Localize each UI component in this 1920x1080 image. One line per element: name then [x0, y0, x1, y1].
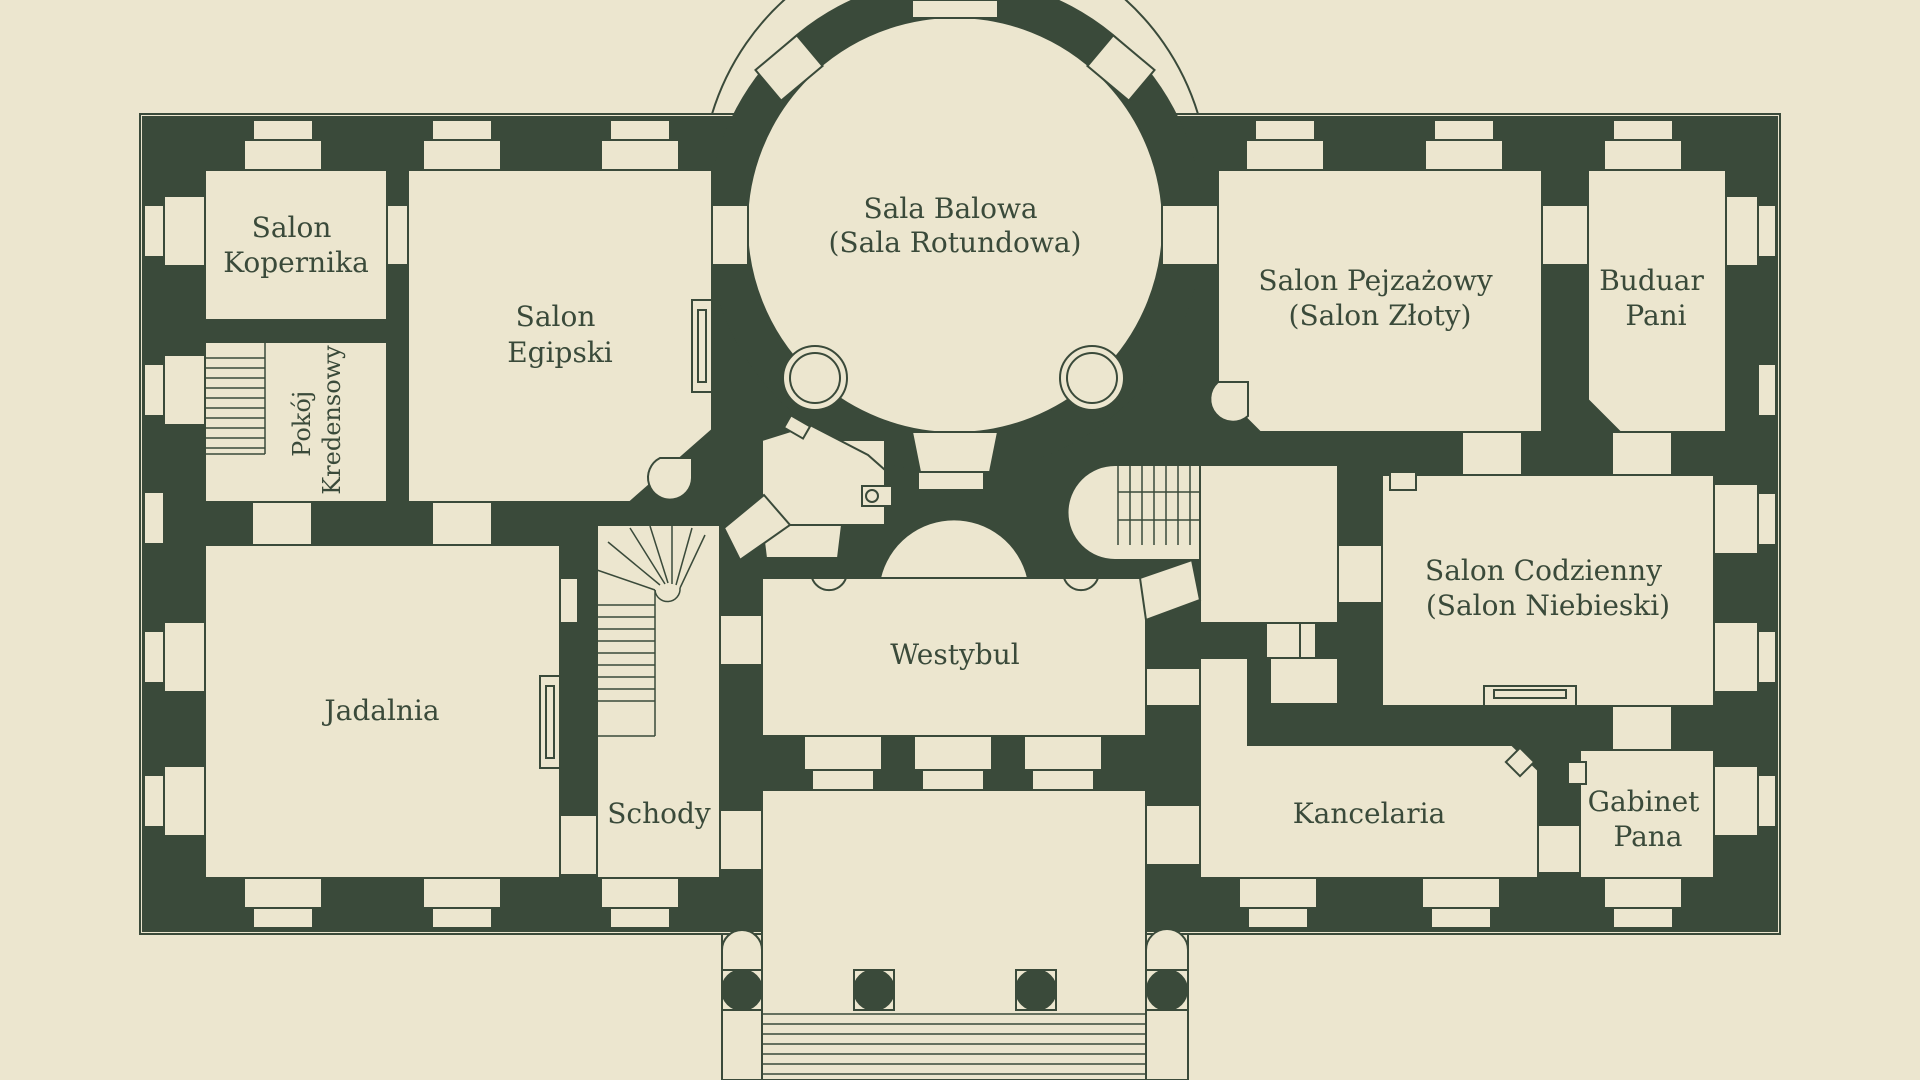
details [539, 299, 1587, 785]
room-labels: Salon Kopernika Salon Egipski Pokój Kred… [223, 192, 1713, 853]
room-back-lobby [1199, 464, 1339, 624]
portico-column [853, 969, 895, 1011]
label-westybul: Westybul [890, 638, 1019, 671]
portico-column [721, 969, 763, 1011]
label-salon-kopernika: Salon Kopernika [223, 211, 369, 279]
portico-column [1146, 969, 1188, 1011]
room-gabinet-pana [1579, 749, 1715, 879]
rotunda-outer-ring [711, 0, 1199, 115]
windows [143, 0, 1777, 929]
label-salon-codzienny: Salon Codzienny (Salon Niebieski) [1425, 554, 1671, 622]
room-portico [761, 789, 1147, 1080]
label-salon-egipski: Salon Egipski [507, 300, 613, 369]
label-sala-balowa: Sala Balowa (Sala Rotundowa) [829, 192, 1082, 259]
portico [721, 928, 1189, 1080]
label-salon-pejzazowy: Salon Pejzażowy (Salon Złoty) [1258, 264, 1501, 332]
label-schody: Schody [607, 797, 711, 830]
label-kancelaria: Kancelaria [1293, 797, 1446, 830]
room-small-closet [1269, 657, 1339, 705]
label-jadalnia: Jadalnia [321, 694, 439, 727]
label-gabinet-pana: Gabinet Pana [1588, 785, 1709, 853]
portico-column [1015, 969, 1057, 1011]
label-pokoj-kredensowy: Pokój Kredensowy [288, 345, 346, 495]
openings [251, 204, 1673, 876]
label-buduar-pani: Buduar Pani [1599, 264, 1713, 332]
room-salon-kopernika [204, 169, 388, 321]
room-salon-codzienny [1381, 474, 1715, 707]
room-jadalnia [204, 544, 561, 879]
stairs [205, 342, 1200, 1075]
